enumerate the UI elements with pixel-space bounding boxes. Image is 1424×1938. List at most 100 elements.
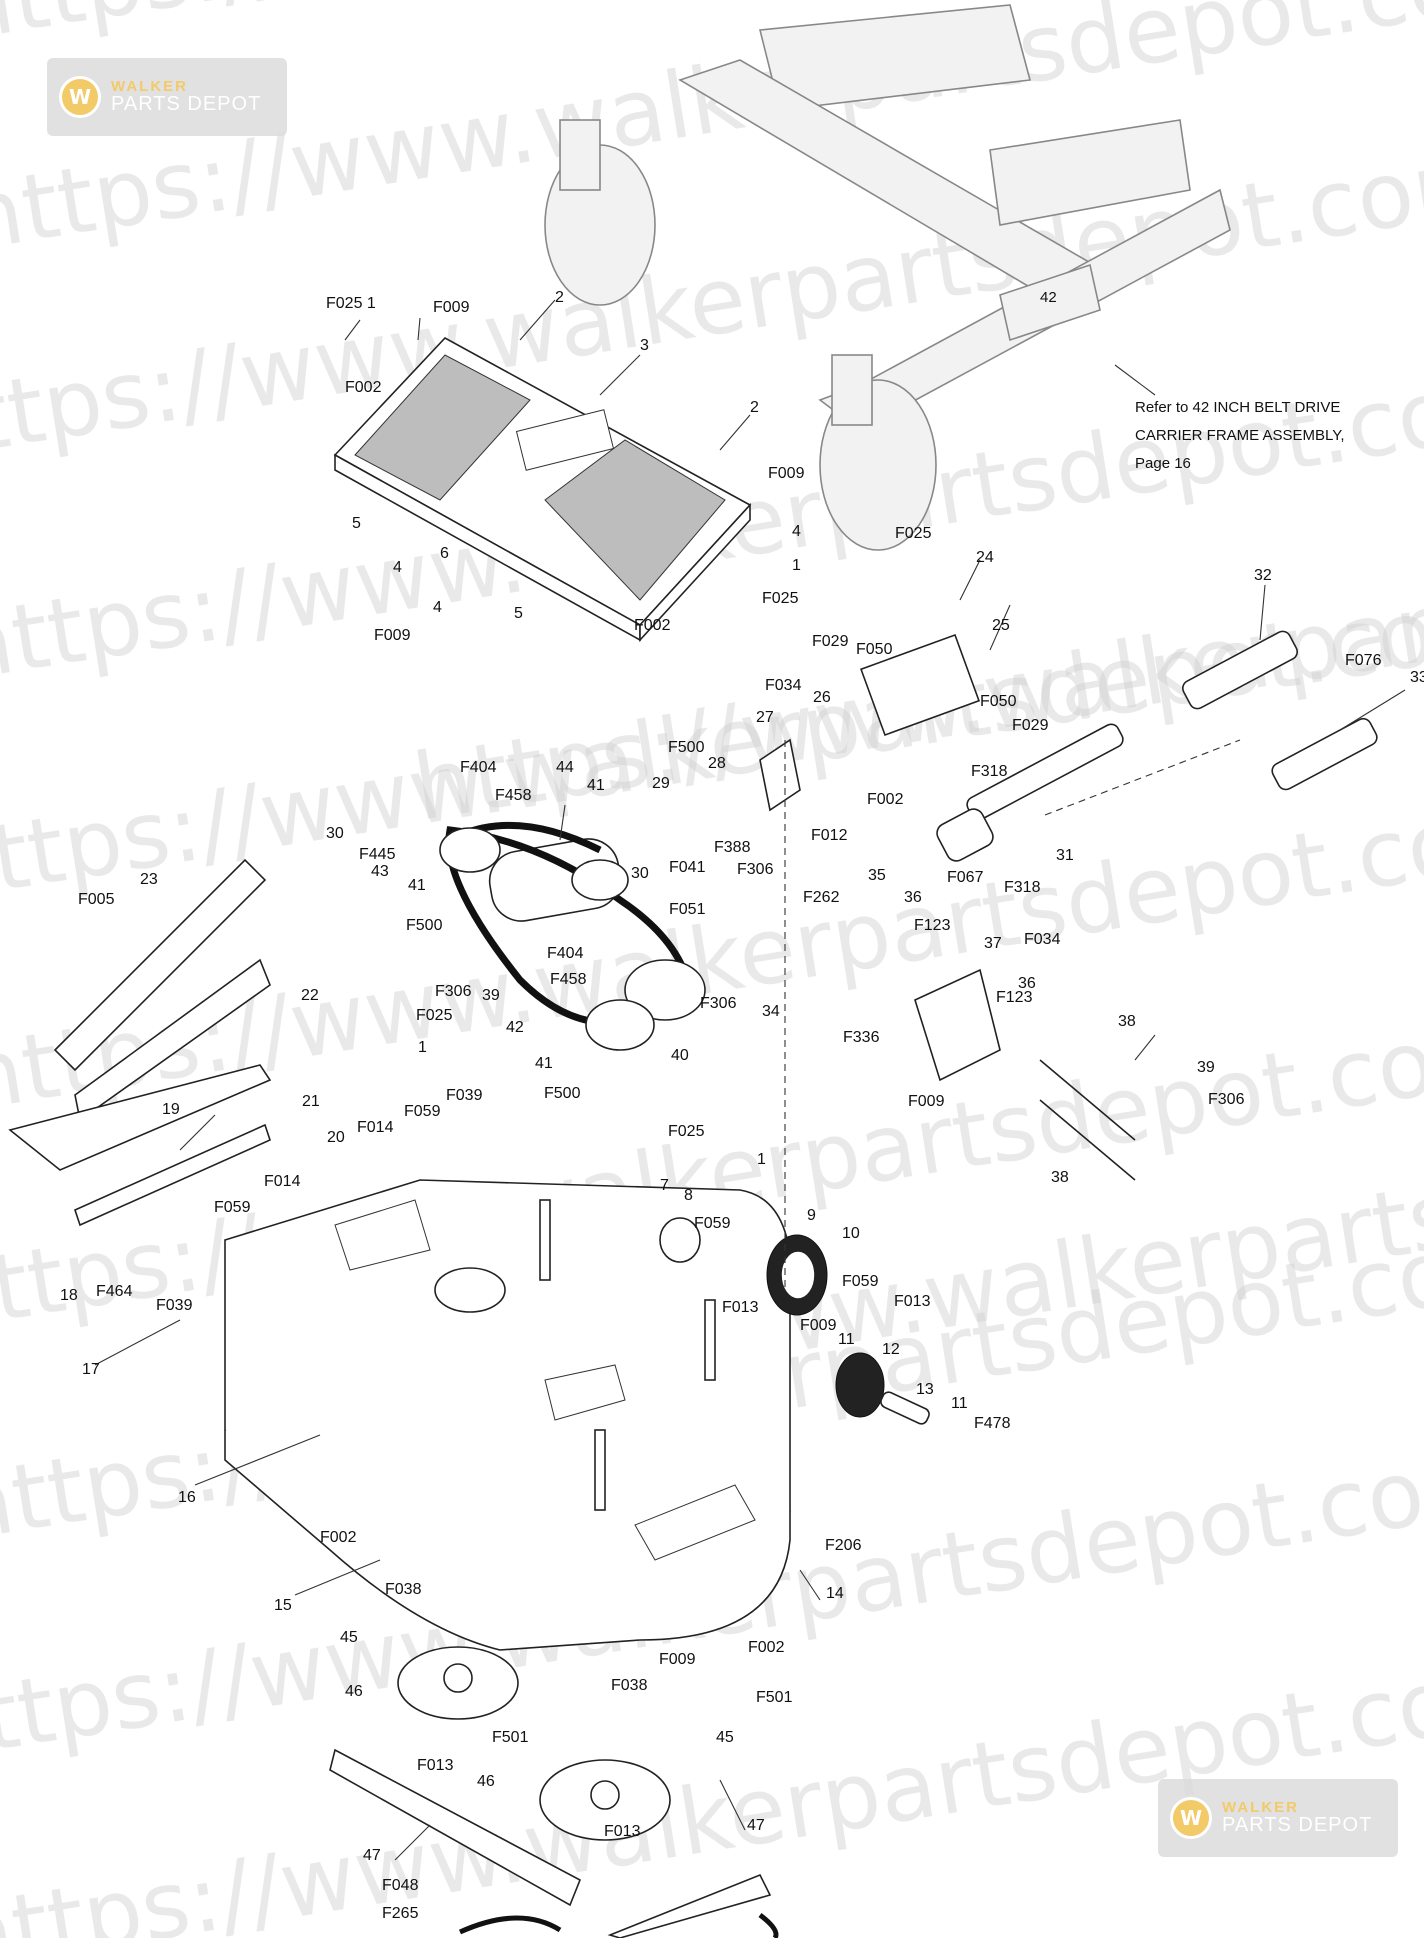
part-callout: 28 [708,755,726,772]
part-callout: 39 [482,987,500,1004]
part-callout: F048 [382,1877,419,1894]
part-callout: 22 [301,987,319,1004]
part-callout: 39 [1197,1059,1215,1076]
part-callout: 41 [535,1055,553,1072]
part-callout: F500 [406,917,443,934]
logo-line-2: PARTS DEPOT [111,93,262,116]
part-callout: 7 [660,1177,669,1194]
part-callout: F041 [669,859,706,876]
mower-blades [329,1748,779,1938]
part-callout: F265 [382,1905,419,1922]
part-callout: F013 [604,1823,641,1840]
part-callout: F123 [996,989,1033,1006]
part-callout: F464 [96,1283,133,1300]
part-callout: 41 [587,777,605,794]
part-callout: F025 [416,1007,453,1024]
note-line-2: CARRIER FRAME ASSEMBLY, [1135,427,1345,444]
part-callout: F002 [320,1529,357,1546]
part-callout: 40 [671,1047,689,1064]
part-callout: F458 [550,971,587,988]
part-callout: F458 [495,787,532,804]
part-callout: F009 [768,465,805,482]
part-callout: F336 [843,1029,880,1046]
part-callout: F059 [842,1273,879,1290]
part-callout: F050 [856,641,893,658]
part-callout: F013 [417,1757,454,1774]
part-callout: F025 [895,525,932,542]
part-callout: 1 [792,557,801,574]
part-callout: F067 [947,869,984,886]
part-callout: F059 [404,1103,441,1120]
part-callout: F002 [748,1639,785,1656]
part-callout: 43 [371,863,389,880]
part-callout: F009 [800,1317,837,1334]
part-callout: F306 [700,995,737,1012]
part-callout: F012 [811,827,848,844]
part-callout: F034 [765,677,802,694]
part-callout: 2 [750,399,759,416]
deck-cover [333,337,752,643]
part-callout: 20 [327,1129,345,1146]
walker-logo-icon: W [1170,1797,1212,1839]
note-line-3: Page 16 [1135,455,1191,472]
part-callout: 25 [992,617,1010,634]
note-line-1: Refer to 42 INCH BELT DRIVE [1135,399,1340,416]
logo-line-1: WALKER [1222,1798,1299,1816]
logo-line-1: WALKER [111,77,188,95]
part-callout: 24 [976,549,994,566]
part-callout: F009 [374,627,411,644]
part-callout: F002 [634,617,671,634]
part-callout: F029 [812,633,849,650]
walker-parts-depot-logo: W WALKER PARTS DEPOT [47,58,287,136]
part-callout: 4 [393,559,402,576]
part-callout: 6 [440,545,449,562]
part-callout: 36 [1018,975,1036,992]
part-callout: 12 [882,1341,900,1358]
part-callout: 14 [826,1585,844,1602]
part-callout: F025 1 [326,295,376,312]
part-callout: F034 [1024,931,1061,948]
part-callout: 3 [640,337,649,354]
part-callout: 11 [951,1395,968,1412]
part-callout: 30 [631,865,649,882]
deck-shields [8,858,272,1227]
part-callout: F404 [547,945,584,962]
part-callout: 44 [556,759,574,776]
part-callout: 5 [352,515,361,532]
part-callout: F318 [971,763,1008,780]
blade-spindles [397,1646,671,1841]
part-callout: F039 [446,1087,483,1104]
part-callout: 13 [916,1381,934,1398]
part-callout: 36 [904,889,922,906]
part-callout: 27 [756,709,774,726]
part-callout: 31 [1056,847,1074,864]
part-callout: 18 [60,1287,78,1304]
part-callout: 34 [762,1003,780,1020]
leader-lines [94,299,1406,1861]
part-callout: 32 [1254,567,1272,584]
belt-drive-assembly [439,633,980,1051]
part-callout: F051 [669,901,706,918]
part-callout: F050 [980,693,1017,710]
part-callout: F002 [345,379,382,396]
tension-bracket [914,968,1136,1181]
part-callout: 5 [514,605,523,622]
part-callout: F318 [1004,879,1041,896]
anti-scalp-wheels [659,1217,930,1425]
part-callout: 45 [340,1629,358,1646]
part-callout: F262 [803,889,840,906]
part-callout: F009 [659,1651,696,1668]
part-callout: F306 [737,861,774,878]
part-callout: 4 [433,599,442,616]
part-callout: 26 [813,689,831,706]
part-callout: 47 [747,1817,765,1834]
part-callout: F038 [385,1581,422,1598]
mower-deck [224,1179,793,1651]
part-callout: F002 [867,791,904,808]
part-callout: 37 [984,935,1002,952]
part-callout: F038 [611,1677,648,1694]
logo-line-2: PARTS DEPOT [1222,1814,1373,1837]
